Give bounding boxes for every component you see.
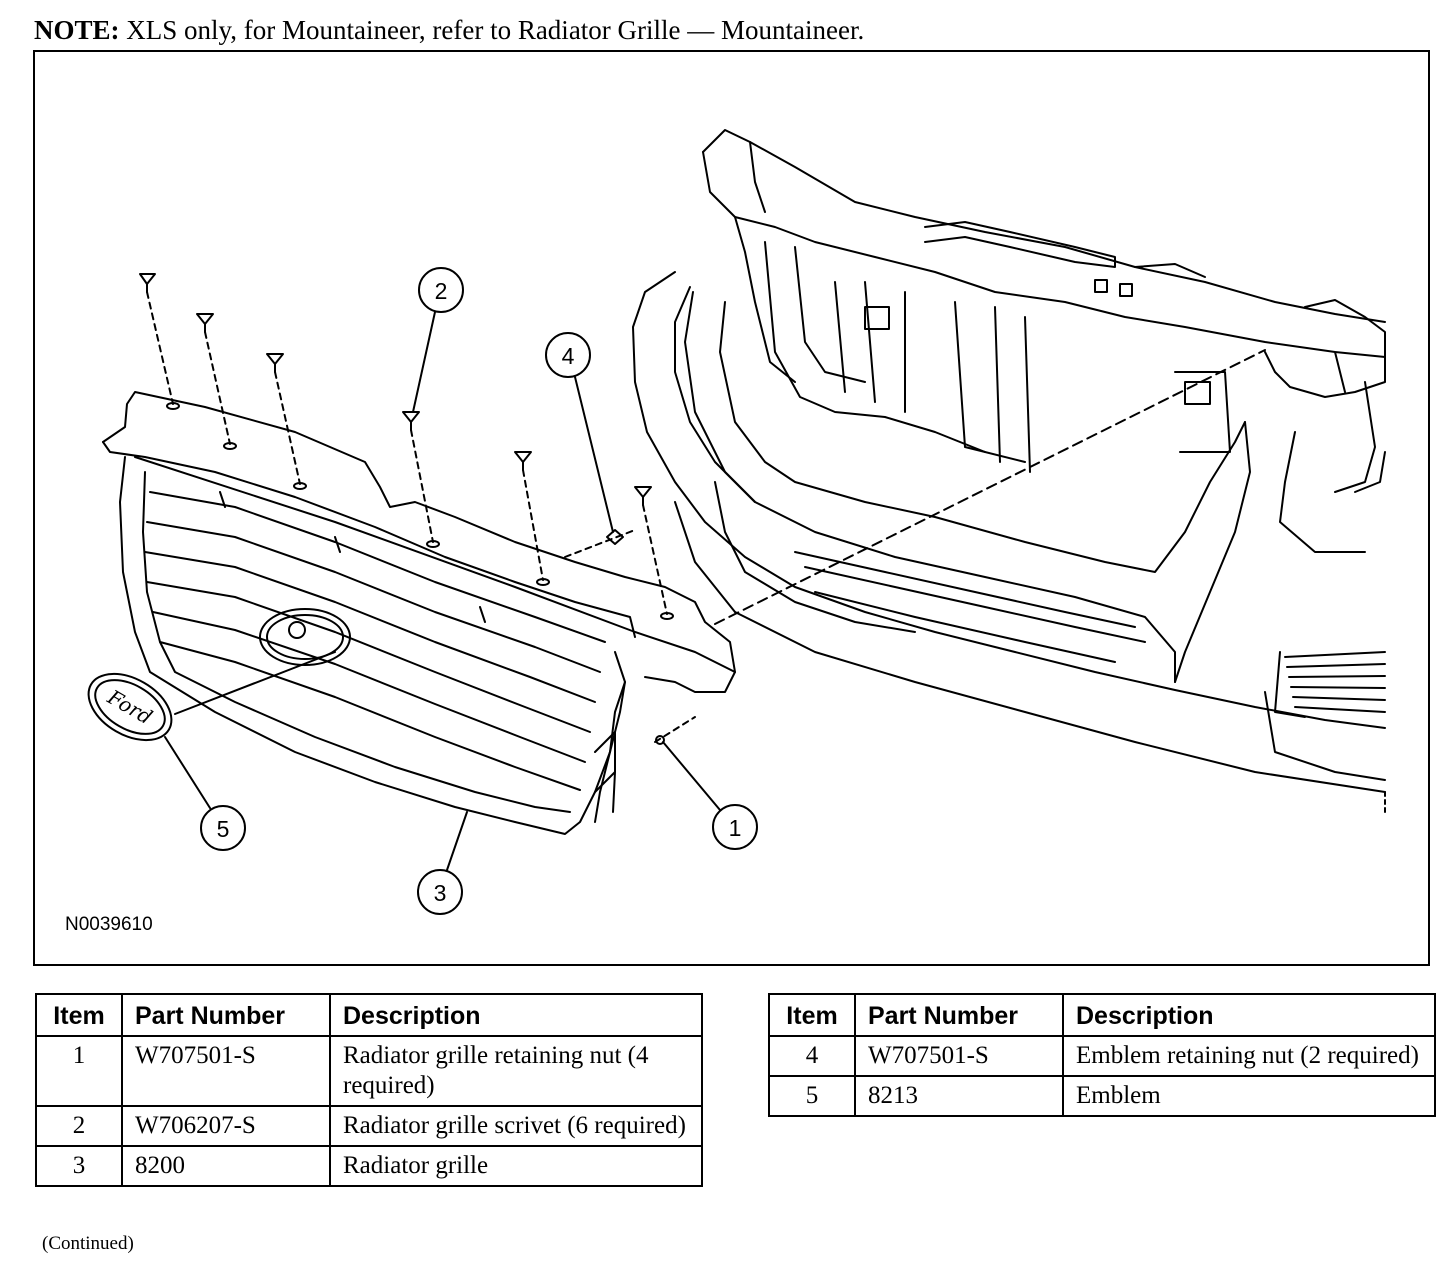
header-description: Description: [1062, 993, 1436, 1037]
svg-text:4: 4: [562, 343, 575, 369]
table-row: 2 W706207-S Radiator grille scrivet (6 r…: [35, 1105, 703, 1147]
svg-text:2: 2: [435, 278, 448, 304]
callout-5: 5: [164, 736, 246, 851]
table-row: 5 8213 Emblem: [768, 1075, 1436, 1117]
item-cell: 4: [768, 1035, 856, 1077]
table-row: 4 W707501-S Emblem retaining nut (2 requ…: [768, 1035, 1436, 1077]
vehicle-front-end-drawing: [632, 129, 1386, 813]
table-header-row: Item Part Number Description: [35, 993, 703, 1037]
callout-4: 4: [545, 332, 614, 533]
callouts: 2 4 5 3 1: [164, 267, 758, 915]
header-description: Description: [329, 993, 703, 1037]
item-cell: 1: [35, 1035, 123, 1107]
svg-text:5: 5: [217, 816, 230, 842]
header-part-number: Part Number: [854, 993, 1064, 1037]
header-part-number: Part Number: [121, 993, 331, 1037]
continued-note: (Continued): [42, 1233, 134, 1254]
parts-table-left: Item Part Number Description 1 W707501-S…: [35, 993, 703, 1187]
table-row: 1 W707501-S Radiator grille retaining nu…: [35, 1035, 703, 1107]
callout-2: 2: [412, 267, 464, 413]
emblem-lettering: Ford: [103, 684, 157, 729]
grille-exploded-diagram: Ford 2 4 5 3: [87, 129, 1386, 915]
parts-table-right: Item Part Number Description 4 W707501-S…: [768, 993, 1436, 1117]
callout-3: 3: [417, 811, 468, 915]
callout-1: 1: [662, 741, 758, 850]
exploded-view-figure: Ford 2 4 5 3: [33, 50, 1430, 966]
ford-emblem-drawing: Ford: [87, 651, 336, 742]
item-cell: 5: [768, 1075, 856, 1117]
description-cell: Radiator grille retaining nut (4 require…: [329, 1035, 703, 1107]
note-line: NOTE: XLS only, for Mountaineer, refer t…: [34, 12, 864, 48]
description-cell: Emblem retaining nut (2 required): [1062, 1035, 1436, 1077]
header-item: Item: [768, 993, 856, 1037]
item-cell: 2: [35, 1105, 123, 1147]
description-cell: Radiator grille scrivet (6 required): [329, 1105, 703, 1147]
note-label: NOTE:: [34, 15, 120, 45]
svg-text:1: 1: [729, 815, 742, 841]
radiator-grille-drawing: [102, 391, 736, 835]
description-cell: Radiator grille: [329, 1145, 703, 1187]
scrivets-drawing: [139, 273, 674, 620]
table-row: 3 8200 Radiator grille: [35, 1145, 703, 1187]
part-number-cell: 8213: [854, 1075, 1064, 1117]
figure-id: N0039610: [65, 914, 153, 935]
item-cell: 3: [35, 1145, 123, 1187]
table-header-row: Item Part Number Description: [768, 993, 1436, 1037]
part-number-cell: W707501-S: [854, 1035, 1064, 1077]
header-item: Item: [35, 993, 123, 1037]
part-number-cell: W706207-S: [121, 1105, 331, 1147]
part-number-cell: W707501-S: [121, 1035, 331, 1107]
fastener-leaders: [564, 349, 1266, 745]
description-cell: Emblem: [1062, 1075, 1436, 1117]
part-number-cell: 8200: [121, 1145, 331, 1187]
note-text: XLS only, for Mountaineer, refer to Radi…: [126, 15, 865, 45]
svg-text:3: 3: [434, 880, 447, 906]
